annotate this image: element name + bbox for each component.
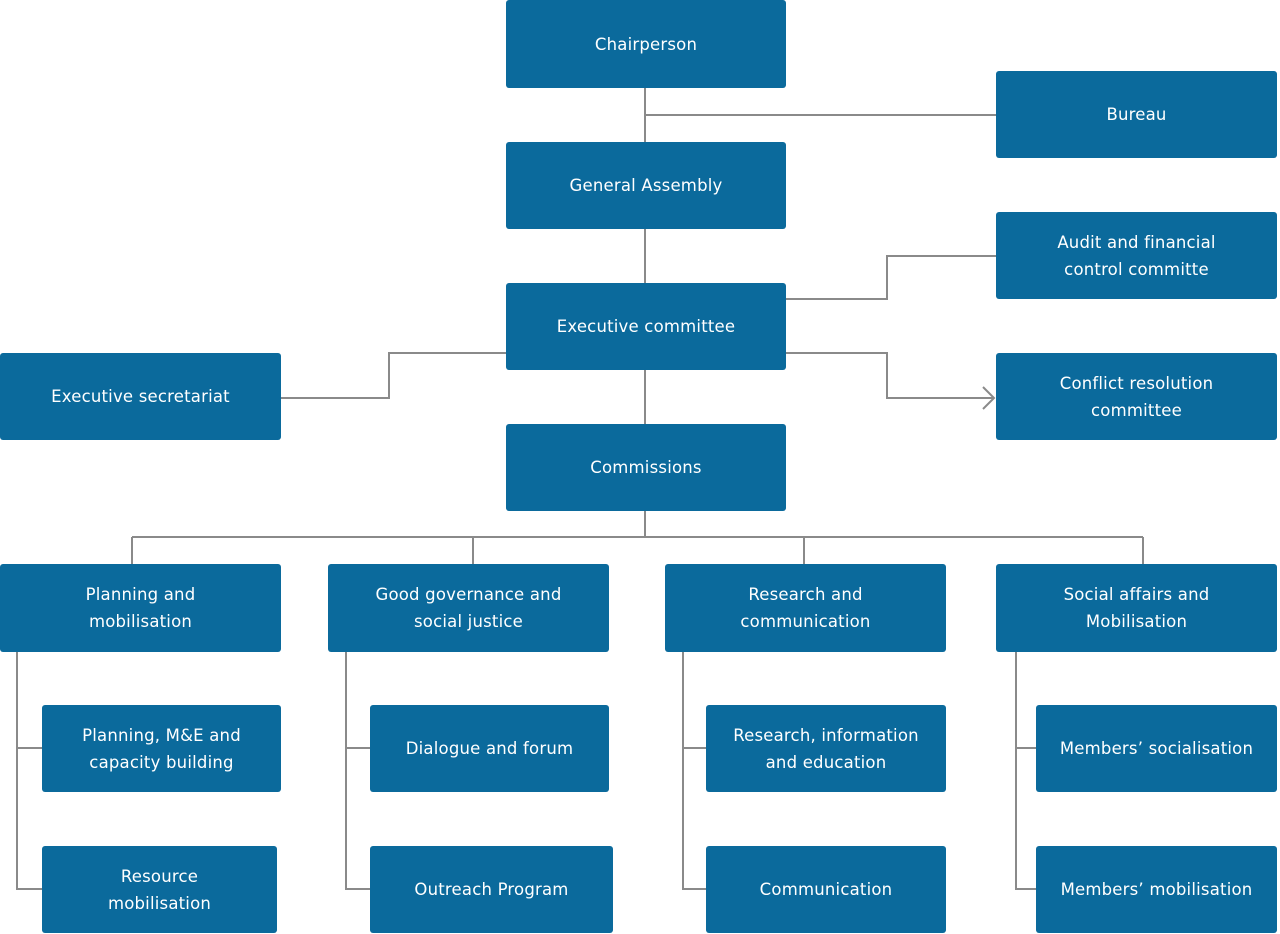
social-affairs-label-line1: Social affairs and — [1063, 585, 1210, 604]
research-communication-label-line1: Research and — [748, 585, 863, 604]
members-socialisation-box: Members’ socialisation — [1036, 705, 1277, 792]
general-assembly-box: General Assembly — [506, 142, 786, 229]
good-governance-box: Good governance and social justice — [328, 564, 609, 652]
communication-box: Communication — [706, 846, 946, 933]
outreach-program-label: Outreach Program — [414, 880, 569, 899]
conflict-resolution-label-line1: Conflict resolution — [1059, 373, 1214, 393]
members-mobilisation-box: Members’ mobilisation — [1036, 846, 1277, 933]
conflict-resolution-label-line2: committee — [1091, 400, 1182, 420]
outreach-program-box: Outreach Program — [370, 846, 613, 933]
research-info-box: Research, information and education — [706, 705, 946, 792]
general-assembly-label: General Assembly — [569, 176, 723, 195]
connector-to-secretariat — [281, 352, 506, 399]
resource-mobilisation-label-line1: Resource — [120, 866, 199, 886]
bureau-label: Bureau — [1106, 105, 1167, 124]
social-affairs-label-line2: Mobilisation — [1085, 612, 1188, 631]
connector-to-audit — [786, 255, 996, 300]
arrowhead-conflict — [982, 386, 996, 410]
planning-mobilisation-box: Planning and mobilisation — [0, 564, 281, 652]
commissions-box: Commissions — [506, 424, 786, 511]
connector-governance-subs — [345, 652, 370, 890]
planning-mobilisation-label-line1: Planning and — [85, 585, 196, 604]
planning-me-label-line2: capacity building — [89, 752, 234, 772]
executive-secretariat-box: Executive secretariat — [0, 353, 281, 440]
chairperson-label: Chairperson — [594, 34, 698, 54]
executive-committee-box: Executive committee — [506, 283, 786, 370]
dialogue-forum-box: Dialogue and forum — [370, 705, 609, 792]
conflict-resolution-box: Conflict resolution committee — [996, 353, 1277, 440]
connector-to-conflict — [786, 352, 994, 399]
connector-planning-subs — [16, 652, 42, 890]
bureau-box: Bureau — [996, 71, 1277, 158]
commissions-label: Commissions — [590, 458, 702, 477]
good-governance-label-line2: social justice — [413, 612, 523, 631]
research-info-label-line2: and education — [765, 752, 887, 772]
executive-secretariat-label: Executive secretariat — [51, 387, 230, 406]
planning-me-label-line1: Planning, M&E and — [82, 725, 241, 745]
research-communication-box: Research and communication — [665, 564, 946, 652]
dialogue-forum-label: Dialogue and forum — [405, 739, 574, 758]
members-socialisation-label: Members’ socialisation — [1059, 739, 1254, 758]
planning-me-box: Planning, M&E and capacity building — [42, 705, 281, 792]
research-communication-label-line2: communication — [740, 612, 871, 631]
connector-social-subs — [1015, 652, 1036, 890]
planning-mobilisation-label-line2: mobilisation — [88, 612, 193, 631]
communication-label: Communication — [759, 880, 893, 899]
executive-committee-label: Executive committee — [556, 317, 736, 336]
resource-mobilisation-label-line2: mobilisation — [107, 893, 212, 913]
resource-mobilisation-box: Resource mobilisation — [42, 846, 277, 933]
social-affairs-box: Social affairs and Mobilisation — [996, 564, 1277, 652]
audit-committee-box: Audit and financial control committe — [996, 212, 1277, 299]
audit-committee-label-line1: Audit and financial — [1057, 232, 1216, 252]
members-mobilisation-label: Members’ mobilisation — [1060, 880, 1253, 899]
connector-research-subs — [682, 652, 706, 890]
research-info-label-line1: Research, information — [733, 725, 919, 745]
good-governance-label-line1: Good governance and — [375, 585, 562, 604]
audit-committee-label-line2: control committe — [1064, 259, 1209, 279]
chairperson-box: Chairperson — [506, 0, 786, 88]
